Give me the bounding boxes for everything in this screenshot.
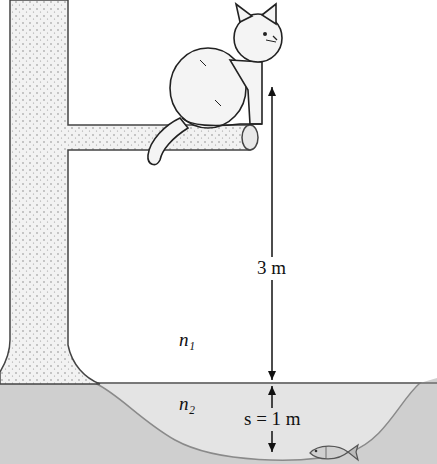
dimension-label: s = 1 m — [241, 408, 304, 431]
dimension-label: 3 m — [254, 257, 289, 280]
tree — [0, 0, 258, 384]
pond-water — [60, 383, 437, 460]
cat — [148, 4, 282, 165]
refractive-index-label: n₂ — [176, 393, 198, 416]
refractive-index-label: n₁ — [176, 329, 198, 352]
fish — [310, 445, 358, 460]
ground — [0, 378, 437, 464]
